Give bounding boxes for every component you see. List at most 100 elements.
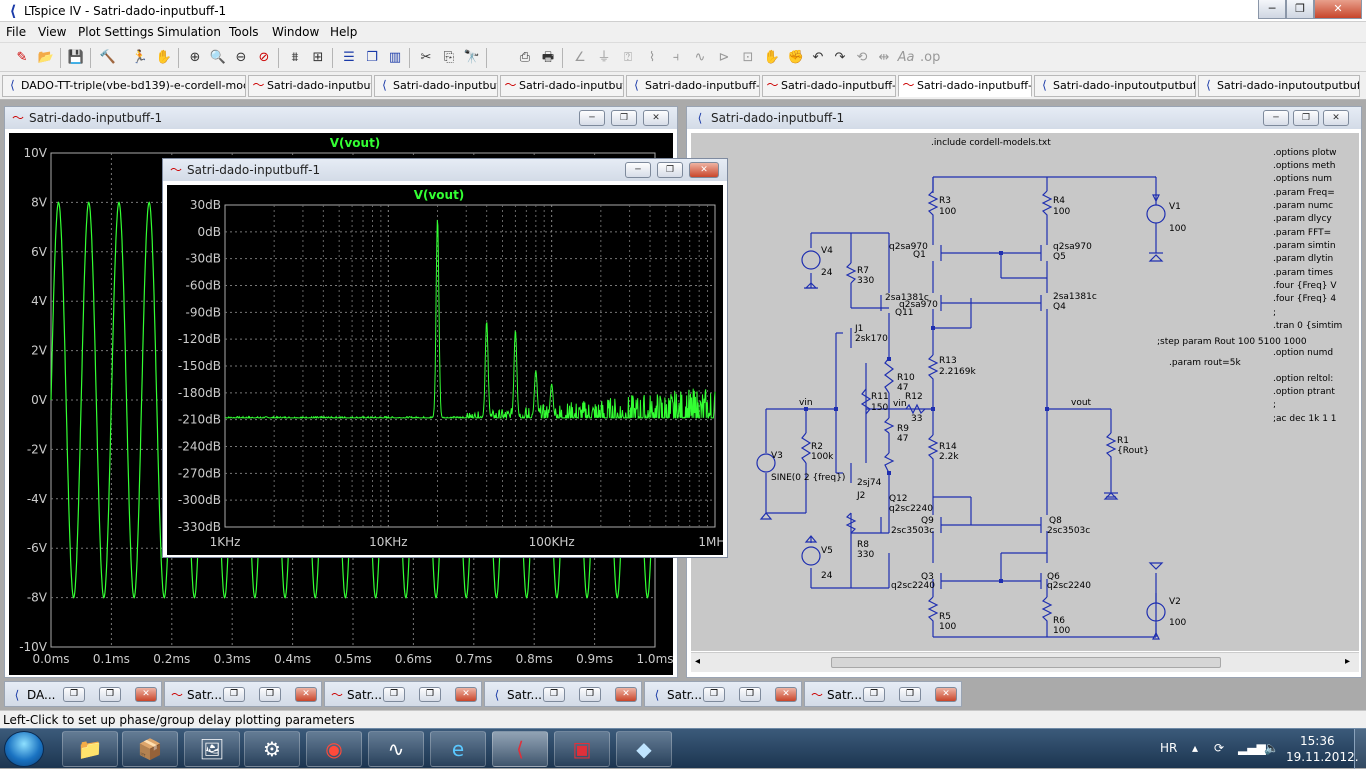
restore-button[interactable]: ❐ xyxy=(1293,110,1319,126)
doc-tab-7[interactable]: 〜Satri-dado-inputbuff-1 xyxy=(898,75,1032,97)
restore-button[interactable]: ❐ xyxy=(223,687,245,702)
scroll-right-icon[interactable]: ▸ xyxy=(1345,656,1351,667)
wire-icon[interactable]: ∠ xyxy=(574,50,586,65)
step-directive[interactable]: ;step param Rout 100 5100 1000 xyxy=(1157,337,1307,347)
control-panel-icon[interactable]: 🔨 xyxy=(99,50,117,65)
minimized-window-6[interactable]: 〜Satr...❐❐✕ xyxy=(804,681,962,707)
drag-icon[interactable]: ✊ xyxy=(787,50,805,65)
menu-view[interactable]: View xyxy=(38,25,67,39)
restore-button[interactable]: ❐ xyxy=(63,687,85,702)
restore-button[interactable]: ❐ xyxy=(657,162,683,178)
maximize-button[interactable]: ❐ xyxy=(579,687,601,702)
minimize-button[interactable]: ─ xyxy=(579,110,605,126)
include-directive[interactable]: .include cordell-models.txt xyxy=(931,138,1051,148)
minimized-window-3[interactable]: 〜Satr...❐❐✕ xyxy=(324,681,482,707)
maximize-button[interactable]: ❐ xyxy=(99,687,121,702)
open-icon[interactable]: 📂 xyxy=(37,50,55,65)
halt-icon[interactable]: ✋ xyxy=(155,50,173,65)
oscilloscope-icon[interactable]: ∿ xyxy=(368,731,424,767)
doc-tab-9[interactable]: ⟨Satri-dado-inputoutputbuff-1 xyxy=(1198,75,1360,97)
trace-label-vout[interactable]: V(vout) xyxy=(414,188,465,202)
svg-text:.tran 0 {simtim[interactable]: .tran 0 {simtim xyxy=(1273,321,1342,331)
minimized-window-5[interactable]: ⟨Satr...❐❐✕ xyxy=(644,681,802,707)
minimized-window-4[interactable]: ⟨Satr...❐❐✕ xyxy=(484,681,642,707)
close-button[interactable]: ✕ xyxy=(689,162,719,178)
component-icon[interactable]: ⊡ xyxy=(742,50,754,65)
window-title-bar[interactable]: 〜 Satri-dado-inputbuff-1 ─ ❐ ✕ xyxy=(163,159,727,181)
signal-icon[interactable]: ▂▄▆ xyxy=(1238,741,1266,755)
doc-tab-2[interactable]: 〜Satri-dado-inputbuff xyxy=(248,75,372,97)
show-desktop-button[interactable] xyxy=(1354,729,1366,769)
window-title-bar[interactable]: ⟨ Satri-dado-inputbuff-1 ─ ❐ ✕ xyxy=(687,107,1361,129)
ltspice-icon[interactable]: ⟨ xyxy=(492,731,548,767)
svg-text:.option reltol:[interactable]: .option reltol: xyxy=(1273,374,1333,384)
zoom-in-icon[interactable]: ⊕ xyxy=(189,50,201,65)
restore-button[interactable]: ❐ xyxy=(863,687,885,702)
doc-tab-3[interactable]: ⟨Satri-dado-inputbuff xyxy=(374,75,498,97)
spice-directives[interactable]: .include cordell-models.txt .options plo… xyxy=(931,138,1342,424)
restore-button[interactable]: ❐ xyxy=(703,687,725,702)
antivirus-icon[interactable]: ◉ xyxy=(306,731,362,767)
clock-time[interactable]: 15:36 xyxy=(1300,734,1335,748)
tile-horizontal-icon[interactable]: ☰ xyxy=(343,50,355,65)
svg-text:;ac dec 1k 1 1[interactable]: ;ac dec 1k 1 1 xyxy=(1273,414,1337,424)
notes-icon[interactable]: ◆ xyxy=(616,731,672,767)
horizontal-scrollbar[interactable]: ◂ ▸ xyxy=(691,652,1359,672)
svg-text:.param times[interactable]: .param times xyxy=(1273,268,1333,278)
clock-date[interactable]: 19.11.2012. xyxy=(1286,750,1359,764)
svg-text:.param simtin[interactable]: .param simtin xyxy=(1273,241,1336,251)
minimize-button[interactable]: ─ xyxy=(1263,110,1289,126)
svg-text:.param FFT=[interactable]: .param FFT= xyxy=(1273,228,1331,238)
menu-tools[interactable]: Tools xyxy=(229,25,259,39)
svg-text:.options num[interactable]: .options num xyxy=(1273,174,1332,184)
doc-tab-8[interactable]: ⟨Satri-dado-inputoutputbuff-1 xyxy=(1034,75,1196,97)
menu-plot-settings[interactable]: Plot Settings xyxy=(78,25,154,39)
label-icon[interactable]: ⍰ xyxy=(624,50,632,65)
trace-label-vout[interactable]: V(vout) xyxy=(330,136,381,150)
svg-text:.options plotw[interactable]: .options plotw xyxy=(1273,148,1336,158)
restore-button[interactable]: ❐ xyxy=(543,687,565,702)
autorange-icon[interactable]: ⩩ xyxy=(291,50,299,65)
minimized-window-2[interactable]: 〜Satr...❐❐✕ xyxy=(164,681,322,707)
print-preview-icon[interactable]: ⎙ xyxy=(519,50,531,65)
inductor-icon[interactable]: ∿ xyxy=(694,50,706,65)
move-icon[interactable]: ✋ xyxy=(763,50,781,65)
close-button[interactable]: ✕ xyxy=(775,687,797,702)
undo-icon[interactable]: ↶ xyxy=(812,50,824,65)
svg-text:.param Freq=[interactable]: .param Freq= xyxy=(1273,188,1335,198)
maximize-button[interactable]: ❐ xyxy=(419,687,441,702)
package-icon[interactable]: 📦 xyxy=(122,731,178,767)
rotate-icon[interactable]: ⟲ xyxy=(856,50,868,65)
svg-text:;[interactable]: ; xyxy=(1273,308,1276,318)
close-button[interactable]: ✕ xyxy=(935,687,957,702)
language-indicator[interactable]: HR xyxy=(1160,741,1178,755)
menu-simulation[interactable]: Simulation xyxy=(157,25,221,39)
svg-text:.four {Freq} 4[interactable]: .four {Freq} 4 xyxy=(1273,294,1336,304)
zoom-cancel-icon[interactable]: ⊘ xyxy=(258,50,270,65)
close-button[interactable]: ✕ xyxy=(295,687,317,702)
close-button[interactable]: ✕ xyxy=(643,110,669,126)
doc-tab-6[interactable]: 〜Satri-dado-inputbuff-1 xyxy=(762,75,896,97)
svg-text:.option numd[interactable]: .option numd xyxy=(1273,348,1333,358)
copy-icon[interactable]: ⎘ xyxy=(443,50,455,65)
diode-icon[interactable]: ⊳ xyxy=(718,50,730,65)
maximize-button[interactable]: ❐ xyxy=(899,687,921,702)
close-button[interactable]: ✕ xyxy=(135,687,157,702)
menu-help[interactable]: Help xyxy=(330,25,358,39)
new-schematic-icon[interactable]: ✎ xyxy=(16,50,28,65)
mirror-icon[interactable]: ⇹ xyxy=(878,50,890,65)
svg-text:.option ptrant[interactable]: .option ptrant xyxy=(1273,387,1335,397)
svg-text:.param dlycy[interactable]: .param dlycy xyxy=(1273,214,1332,224)
volume-icon[interactable]: 🔈 xyxy=(1264,741,1279,755)
doc-tab-4[interactable]: 〜Satri-dado-inputbuff xyxy=(500,75,624,97)
tray-expand-icon[interactable]: ▴ xyxy=(1192,741,1199,755)
close-button[interactable]: ✕ xyxy=(1314,0,1362,19)
minimize-button[interactable]: ─ xyxy=(1258,0,1286,19)
cut-icon[interactable]: ✂ xyxy=(420,50,432,65)
save-icon[interactable]: 💾 xyxy=(67,50,85,65)
zoom-out-icon[interactable]: 🔍 xyxy=(209,50,227,65)
minimized-window-1[interactable]: ⟨DA...❐❐✕ xyxy=(4,681,162,707)
grid-icon[interactable]: ⊞ xyxy=(312,50,324,65)
param-rout-directive[interactable]: .param rout=5k xyxy=(1169,358,1241,368)
scrollbar-thumb[interactable] xyxy=(831,657,1221,668)
